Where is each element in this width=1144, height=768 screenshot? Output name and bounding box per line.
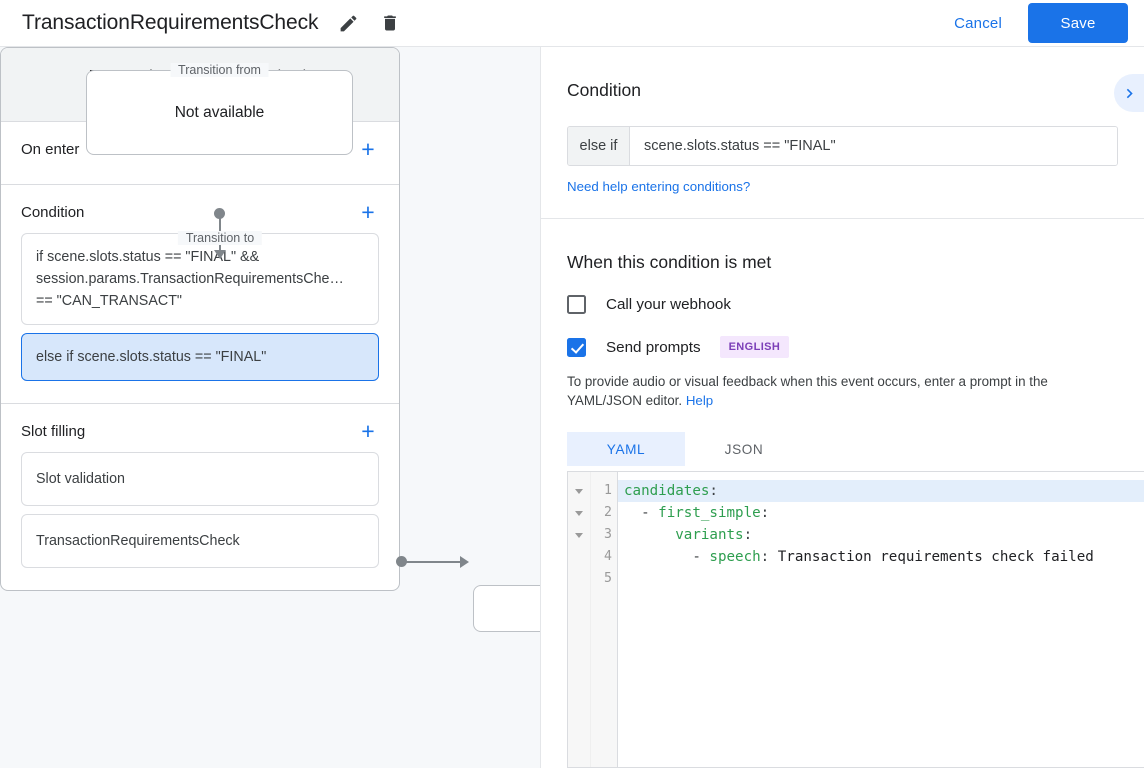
condition-item[interactable]: if scene.slots.status == "FINAL" && sess… <box>21 233 379 325</box>
send-prompts-row[interactable]: Send prompts ENGLISH <box>567 336 1118 358</box>
section-title-slot-filling: Slot filling <box>21 422 86 440</box>
line-number: 4 <box>604 549 612 564</box>
code-token: : <box>709 483 718 499</box>
condition-help-link[interactable]: Need help entering conditions? <box>567 179 751 194</box>
line-number: 5 <box>604 571 612 586</box>
code-token: - <box>624 505 659 521</box>
when-condition-met-heading: When this condition is met <box>567 252 772 272</box>
slot-filling-item[interactable]: TransactionRequirementsCheck <box>21 514 379 568</box>
code-line[interactable]: - first_simple: <box>618 502 1144 524</box>
connector-line-horizontal <box>402 561 463 563</box>
section-header-on-enter: On enter + <box>1 122 399 170</box>
editor-format-tabs: YAML JSON <box>567 432 1118 466</box>
save-button[interactable]: Save <box>1028 3 1128 43</box>
add-slot-filling-button[interactable]: + <box>361 418 375 444</box>
tab-json[interactable]: JSON <box>685 432 803 466</box>
cancel-button[interactable]: Cancel <box>942 7 1014 40</box>
transition-from-legend: Transition from <box>170 63 269 77</box>
code-token: : <box>760 505 770 521</box>
fold-arrow-icon[interactable] <box>568 524 590 546</box>
transition-from-value: Not available <box>174 103 265 121</box>
connector-arrow-right <box>460 555 469 568</box>
code-line[interactable]: candidates: <box>618 480 1144 502</box>
code-line[interactable] <box>618 568 1144 590</box>
prompts-help-link[interactable]: Help <box>685 393 714 408</box>
code-token: : <box>743 527 753 543</box>
pencil-icon[interactable] <box>336 11 360 35</box>
add-on-enter-button[interactable]: + <box>361 136 375 162</box>
call-webhook-label: Call your webhook <box>606 296 731 313</box>
condition-item-selected[interactable]: else if scene.slots.status == "FINAL" <box>21 333 379 381</box>
panel-divider <box>541 218 1144 219</box>
code-token: first_simple <box>658 505 761 521</box>
code-token: variants <box>675 527 744 543</box>
send-prompts-checkbox[interactable] <box>567 337 586 357</box>
section-header-condition: Condition + <box>1 185 399 233</box>
call-webhook-checkbox[interactable] <box>567 295 586 314</box>
page-title: TransactionRequirementsCheck <box>22 11 319 34</box>
section-slot-filling: Slot filling + Slot validation Transacti… <box>1 404 399 590</box>
section-title-condition: Condition <box>21 203 85 221</box>
connector-dot-right <box>396 556 407 567</box>
prompts-helper-sentence: To provide audio or visual feedback when… <box>567 374 1048 408</box>
fold-spacer <box>568 568 590 590</box>
code-token: : <box>760 549 778 565</box>
condition-section: Condition else if Need help entering con… <box>541 47 1144 196</box>
send-prompts-label: Send prompts <box>606 338 701 356</box>
line-number: 2 <box>604 505 612 520</box>
add-condition-button[interactable]: + <box>361 199 375 225</box>
code-line-numbers: 1 2 3 4 5 <box>591 472 618 767</box>
code-token: candidates <box>624 483 710 499</box>
code-token: - <box>624 549 710 565</box>
transition-to-legend: Transition to <box>177 231 263 245</box>
trash-icon[interactable] <box>378 11 402 35</box>
connector-arrow-down <box>213 250 226 259</box>
tab-yaml[interactable]: YAML <box>567 432 685 466</box>
line-number: 1 <box>604 483 612 498</box>
fold-spacer <box>568 546 590 568</box>
condition-heading: Condition <box>567 80 641 100</box>
when-condition-met-section: When this condition is met Call your web… <box>541 219 1144 466</box>
app-header: TransactionRequirementsCheck Cancel Save <box>0 0 1144 47</box>
webhook-row[interactable]: Call your webhook <box>567 295 1118 314</box>
target-node-clipped[interactable] <box>473 585 540 632</box>
fold-arrow-icon[interactable] <box>568 502 590 524</box>
code-content[interactable]: candidates: - first_simple: variants: - … <box>618 472 1144 767</box>
code-line[interactable]: - speech: Transaction requirements check… <box>618 546 1144 568</box>
section-condition: Condition + if scene.slots.status == "FI… <box>1 185 399 404</box>
line-number: 3 <box>604 527 612 542</box>
prompts-helper-text: To provide audio or visual feedback when… <box>567 372 1118 410</box>
code-token: Transaction requirements check failed <box>777 549 1094 565</box>
code-token <box>624 527 675 543</box>
transition-from-card[interactable]: Transition from Not available <box>86 63 353 155</box>
condition-operator: else if <box>568 127 630 165</box>
condition-expression-row[interactable]: else if <box>567 126 1118 166</box>
condition-expression-input[interactable] <box>630 127 1117 165</box>
section-title-on-enter: On enter <box>21 140 80 158</box>
prompt-code-editor[interactable]: 1 2 3 4 5 candidates: - first_simple: varian… <box>567 471 1144 768</box>
code-token: speech <box>709 549 761 565</box>
section-on-enter: On enter + <box>1 122 399 185</box>
fold-arrow-icon[interactable] <box>568 480 590 502</box>
code-line[interactable]: variants: <box>618 524 1144 546</box>
language-badge: ENGLISH <box>719 336 790 358</box>
section-header-slot-filling: Slot filling + <box>1 404 399 452</box>
slot-filling-item[interactable]: Slot validation <box>21 452 379 506</box>
flow-canvas[interactable]: Transition from Not available Transition… <box>0 47 541 768</box>
chevron-right-icon[interactable] <box>1114 74 1144 112</box>
code-fold-gutter[interactable] <box>568 472 591 767</box>
